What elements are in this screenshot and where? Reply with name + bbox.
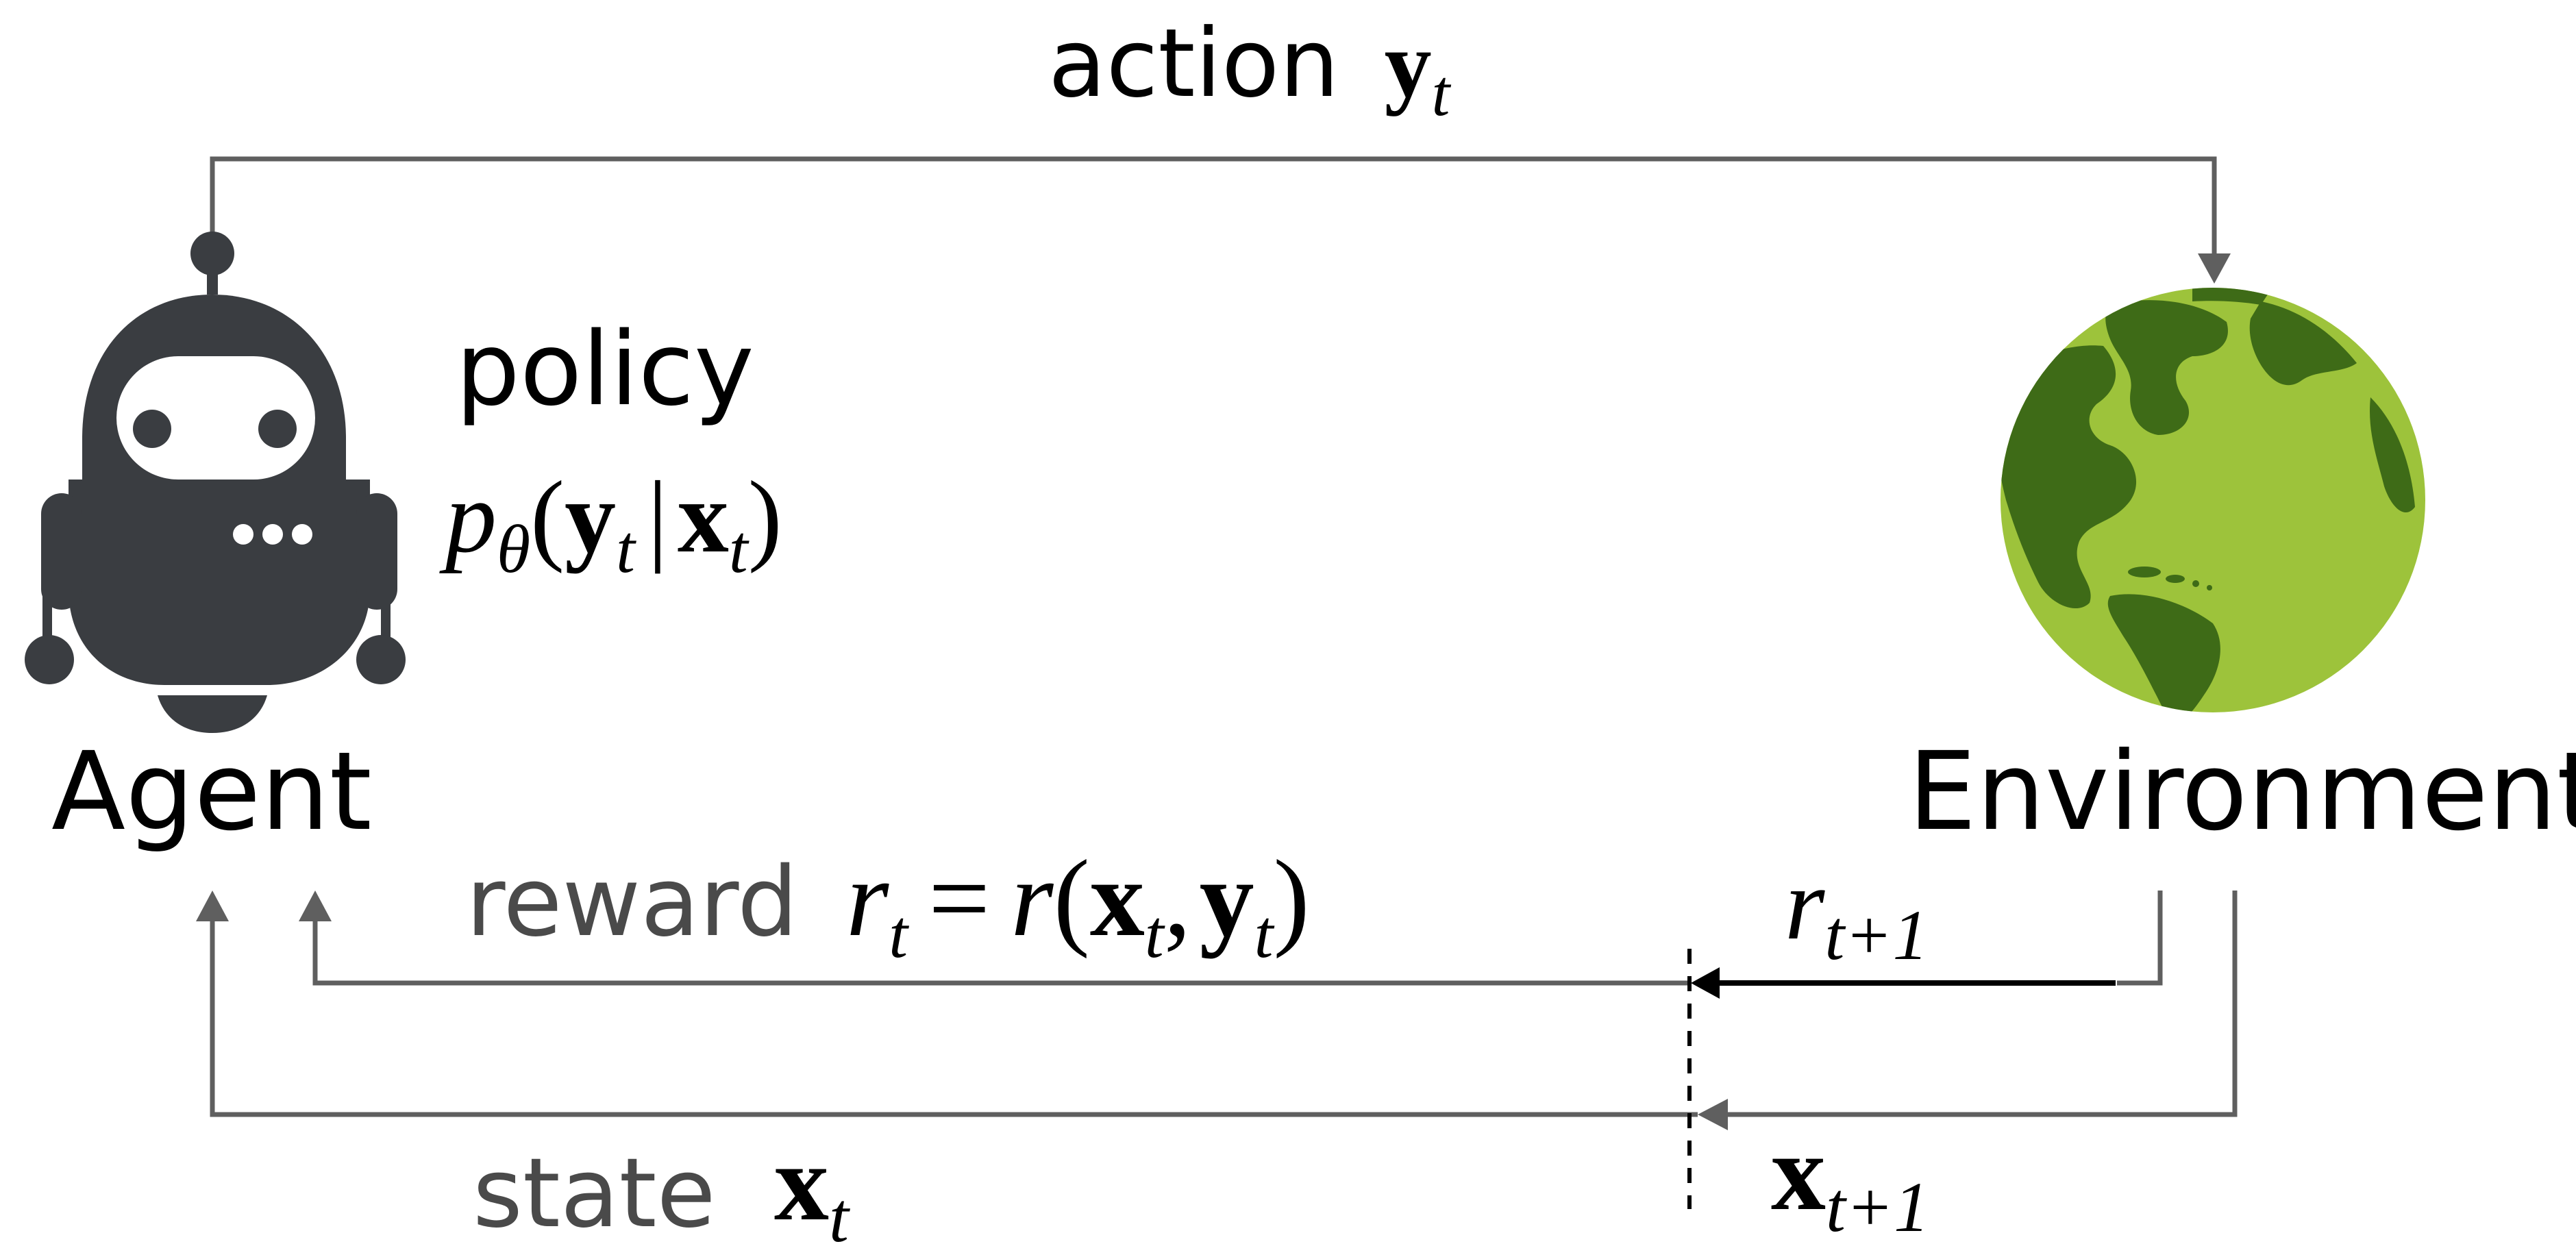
robot-icon — [25, 232, 406, 733]
state-arrow — [196, 891, 2238, 1130]
policy-label: policy — [456, 310, 754, 428]
reward-arrow — [299, 891, 2163, 999]
reward-expression: rt=r(xt,yt) — [846, 837, 1310, 972]
action-label: action yt — [1048, 8, 1452, 129]
reward-label: reward — [466, 847, 798, 958]
agent-title: Agent — [51, 729, 372, 855]
policy-expression: pθ(yt|xt) — [439, 460, 782, 587]
state-expression: xt — [774, 1121, 850, 1257]
state-label: state — [473, 1138, 716, 1249]
next-state-label: xt+1 — [1771, 1111, 1929, 1247]
next-reward-label: rt+1 — [1785, 847, 1928, 975]
environment-title: Environment — [1908, 729, 2576, 855]
globe-icon — [2001, 288, 2425, 712]
action-arrow — [210, 156, 2231, 295]
